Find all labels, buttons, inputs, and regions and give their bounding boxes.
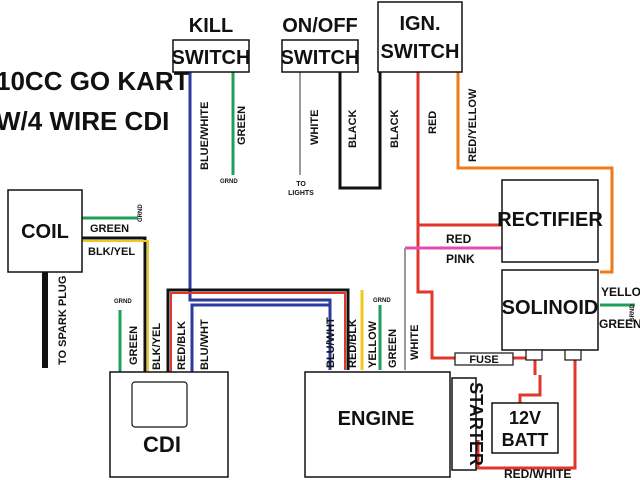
label-grnd-solenoid: GRND xyxy=(630,304,636,322)
onoff-switch-label-top: ON/OFF xyxy=(282,15,358,37)
label-black-onoff: BLACK xyxy=(347,109,359,148)
coil xyxy=(7,189,83,273)
cdi-module-outline xyxy=(131,381,188,428)
label-red-yellow: RED/YELLOW xyxy=(467,88,479,162)
onoff-switch xyxy=(281,39,359,73)
cdi xyxy=(109,371,229,478)
ign-switch-label-top: IGN. xyxy=(399,13,440,35)
fuse xyxy=(454,352,514,366)
wire-red-solenoid-starter xyxy=(518,375,542,405)
rectifier-label: RECTIFIER xyxy=(497,209,603,231)
wire-red-ign xyxy=(416,70,502,227)
label-green-solenoid: GREEN xyxy=(599,317,640,331)
label-black-ign: BLACK xyxy=(389,109,401,148)
diagram-title-line1: 10CC GO KART xyxy=(0,66,190,96)
engine xyxy=(304,371,451,478)
battery xyxy=(491,402,559,454)
wire-red-blk-cdi-r xyxy=(170,292,346,375)
cdi-label: CDI xyxy=(143,432,181,457)
starter xyxy=(451,377,477,471)
coil-label: COIL xyxy=(21,221,69,243)
rectifier xyxy=(501,179,599,263)
wire-blk-yel-coil-y xyxy=(82,240,149,375)
wire-blk-yel-coil xyxy=(82,236,147,375)
label-blk-yel-coil: BLK/YEL xyxy=(88,246,135,258)
wire-red-batt xyxy=(476,360,577,470)
label-to-lights-2: LIGHTS xyxy=(288,190,314,197)
solenoid-label: SOLINOID xyxy=(502,297,599,319)
kill-switch-label-top: KILL xyxy=(189,15,233,37)
label-green-coil: GREEN xyxy=(90,223,129,235)
ign-switch xyxy=(377,1,463,73)
kill-switch xyxy=(172,39,250,73)
label-red-rect: RED xyxy=(446,232,472,246)
solenoid-terminal-left xyxy=(525,349,543,361)
label-grnd-cdi: GRND xyxy=(114,299,132,305)
label-to-lights-1: TO xyxy=(296,181,306,188)
label-red-blk-engine: RED/BLK xyxy=(347,319,359,368)
battery-label-top: 12V xyxy=(509,408,541,428)
label-green-cdi: GREEN xyxy=(128,326,140,365)
label-white-engine: WHITE xyxy=(409,325,421,360)
label-blu-wht-engine: BLU/WHT xyxy=(325,317,337,368)
label-blue-white: BLUE/WHITE xyxy=(199,102,211,170)
starter-label: STARTER xyxy=(466,382,486,466)
wire-blue-white-kill xyxy=(188,70,332,370)
solenoid xyxy=(501,269,599,351)
diagram-title-line2: W/4 WIRE CDI xyxy=(0,106,169,136)
label-yellow-solenoid: YELLOW xyxy=(601,285,640,299)
onoff-switch-label: SWITCH xyxy=(281,47,360,69)
kill-switch-label: SWITCH xyxy=(172,47,251,69)
label-to-spark-plug: TO SPARK PLUG xyxy=(57,276,69,365)
label-green-engine: GREEN xyxy=(387,329,399,368)
label-grnd-engine: GRND xyxy=(373,298,391,304)
wire-black-onoff xyxy=(338,70,382,190)
label-blk-yel-cdi: BLK/YEL xyxy=(151,323,163,370)
label-red-white: RED/WHITE xyxy=(504,467,571,480)
wire-red-yellow-ign xyxy=(456,70,614,274)
label-red-blk-cdi: RED/BLK xyxy=(176,321,188,370)
label-pink: PINK xyxy=(446,252,475,266)
label-red-ign: RED xyxy=(427,111,439,134)
engine-label: ENGINE xyxy=(338,408,415,430)
label-yellow-engine: YELLOW xyxy=(367,320,379,368)
wire-blu-wht-cdi xyxy=(190,303,330,375)
label-white-onoff: WHITE xyxy=(309,110,321,145)
ign-switch-label: SWITCH xyxy=(381,41,460,63)
label-blu-wht-cdi: BLU/WHT xyxy=(199,319,211,370)
label-grnd-coil: GRND xyxy=(138,204,144,222)
wire-red-ign-2 xyxy=(416,225,537,375)
battery-label: BATT xyxy=(502,430,549,450)
fuse-label: FUSE xyxy=(469,354,498,366)
solenoid-terminal-right xyxy=(564,349,582,361)
label-green-kill: GREEN xyxy=(236,106,248,145)
label-grnd-kill: GRND xyxy=(220,179,238,185)
wire-red-blk-cdi xyxy=(166,288,350,375)
